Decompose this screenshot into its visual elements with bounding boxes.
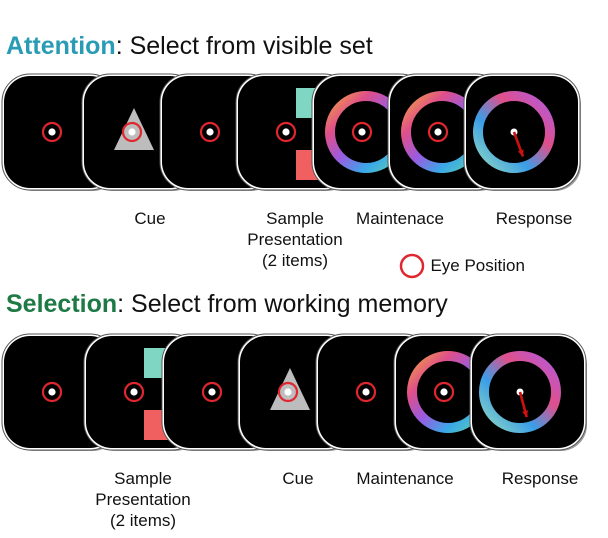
attention-label-maintenance: Maintenace [356,209,444,228]
cue-triangle [114,108,154,150]
eye-position-label: Eye Position [430,256,525,275]
eye-position-marker [277,381,299,403]
selection-title: Selection: Select from working memory [6,290,448,319]
frame-response [463,73,581,191]
attention-label-sample: Sample Presentation (2 items) [230,208,360,271]
eye-position-marker [199,121,221,143]
selection-label-sample-line1: Sample [114,469,172,488]
color-wheel [479,351,561,433]
cue-triangle [270,368,310,410]
attention-label-sample-line3: (2 items) [261,251,329,270]
eye-position-marker [275,121,297,143]
attention-label-response: Response [495,209,573,228]
eye-position-legend: Eye Position [398,252,525,279]
red-circle-icon [399,253,425,279]
selection-frame-sequence [1,333,587,451]
eye-position-marker [355,381,377,403]
response-arrowhead [522,410,529,418]
eye-position-marker [123,381,145,403]
attention-label-cue: Cue [134,209,166,228]
response-arrowhead [517,149,524,157]
eye-position-marker [351,121,373,143]
attention-colon: : [115,32,123,60]
eye-position-marker [201,381,223,403]
selection-label-sample-line3: (2 items) [109,511,177,530]
attention-keyword: Attention [6,32,116,60]
eye-position-marker [427,121,449,143]
selection-keyword: Selection [6,290,118,318]
attention-title-rest: Select from visible set [122,32,373,60]
eye-position-marker [433,381,455,403]
selection-label-response: Response [501,469,579,488]
selection-label-cue: Cue [282,469,314,488]
color-wheel [473,91,555,173]
attention-label-sample-line2: Presentation [247,230,343,249]
frame-response [469,333,587,451]
eye-position-marker [41,381,63,403]
selection-colon: : [117,290,125,318]
attention-frame-sequence [1,73,581,191]
attention-title: Attention: Select from visible set [6,32,373,61]
selection-label-sample-line2: Presentation [95,490,191,509]
attention-label-sample-line1: Sample [266,209,324,228]
eye-position-marker [41,121,63,143]
selection-title-rest: Select from working memory [124,290,448,318]
selection-label-maintenance: Maintenance [356,469,454,488]
selection-label-sample: Sample Presentation (2 items) [78,468,208,531]
eye-position-marker [121,121,143,143]
